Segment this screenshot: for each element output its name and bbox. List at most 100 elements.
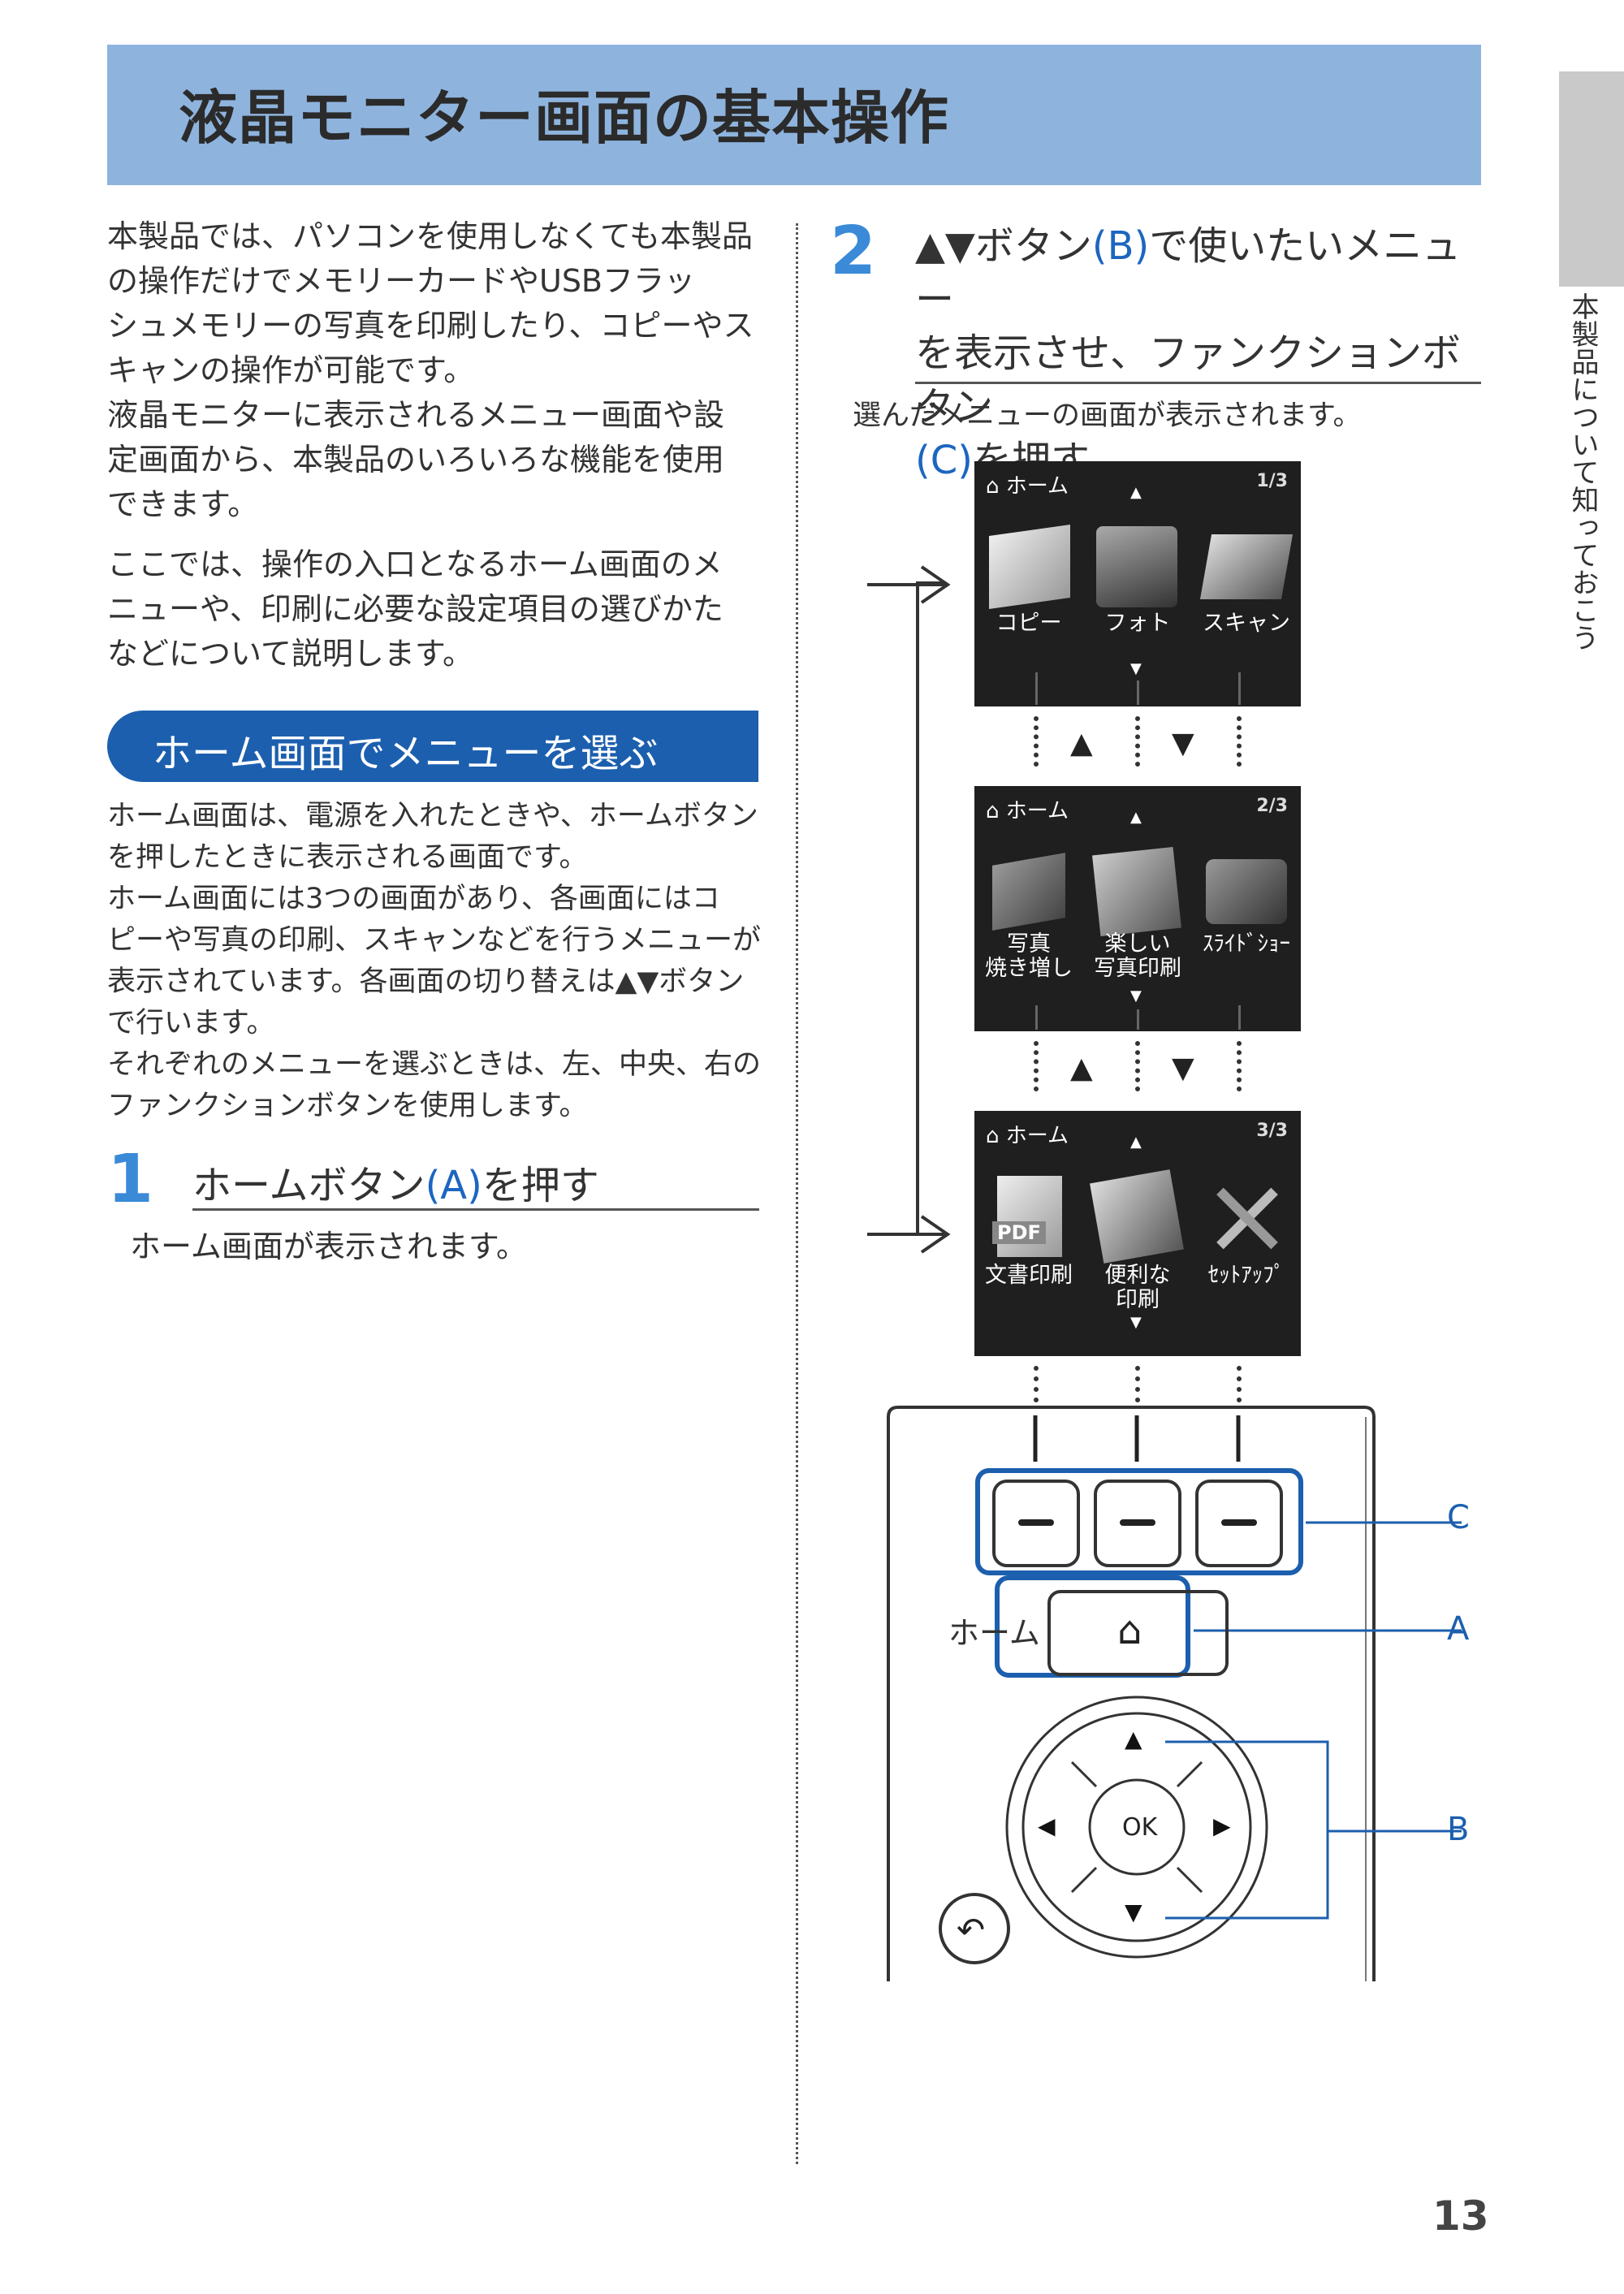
menu-item-useful-print: 便利な 印刷 <box>1083 1264 1192 1312</box>
dotted-connector <box>1135 1041 1140 1091</box>
menu-label: 焼き増し <box>985 956 1073 981</box>
home-icon: ⌂ <box>986 1124 1006 1148</box>
guide-line <box>1035 672 1038 705</box>
step-1-number: 1 <box>107 1141 154 1218</box>
text-line: 表示されています。各画面の切り替えは▲▼ボタン <box>107 966 745 998</box>
menu-label: 便利な <box>1104 1263 1171 1288</box>
page-title: 液晶モニター画面の基本操作 <box>179 84 950 152</box>
dotted-connector <box>1135 716 1140 767</box>
function-button-right[interactable] <box>1195 1480 1283 1567</box>
up-triangle-icon: ▲ <box>1070 727 1093 760</box>
text-line: ピーや写真の印刷、スキャンなどを行うメニューが <box>107 924 762 957</box>
ok-button[interactable]: OK <box>1122 1813 1158 1842</box>
pdf-label: PDF <box>992 1221 1046 1244</box>
dpad-down-button[interactable]: ▼ <box>1125 1899 1142 1925</box>
screen-page-indicator: 2/3 <box>1256 796 1288 816</box>
home-icon: ⌂ <box>986 799 1006 823</box>
useful-print-icon <box>1090 1169 1184 1264</box>
text-line: できます。 <box>107 486 259 522</box>
text-line: などについて説明します。 <box>107 636 474 672</box>
step-2-rule <box>915 382 1481 384</box>
screen-header: ⌂ ホーム <box>986 469 1069 499</box>
up-arrow-icon: ▲ <box>1130 1134 1142 1151</box>
side-tab <box>1559 71 1624 287</box>
guide-line <box>1137 680 1139 705</box>
text-line: ホーム画面は、電源を入れたときや、ホームボタン <box>107 800 758 832</box>
text-line: 定画面から、本製品のいろいろな機能を使用 <box>107 442 725 477</box>
dpad-right-button[interactable]: ▶ <box>1213 1812 1231 1839</box>
text-line: シュメモリーの写真を印刷したり、コピーやス <box>107 308 754 343</box>
step-2-title: ▲▼ボタン(B)で使いたいメニュー を表示させ、ファンクションボタン (C)を押… <box>915 219 1484 487</box>
down-arrow-icon: ▼ <box>1130 987 1142 1004</box>
camera-icon <box>1096 526 1177 607</box>
step-1-title-text: ホームボタン <box>192 1163 425 1208</box>
guide-line <box>1238 1005 1241 1030</box>
arrow-right-icon <box>867 565 951 604</box>
down-triangle-icon: ▼ <box>1172 1052 1194 1085</box>
screen-header: ⌂ ホーム <box>986 1119 1069 1149</box>
menu-item-document-print: 文書印刷 <box>985 1263 1073 1288</box>
function-button-center[interactable] <box>1094 1480 1181 1567</box>
title-bar <box>107 45 1481 185</box>
text-line: ファンクションボタンを使用します。 <box>107 1090 588 1122</box>
step-1-title-mark: (A) <box>425 1163 482 1208</box>
section-heading-bar <box>107 711 758 782</box>
home-screen-3: ⌂ ホーム 3/3 ▲ PDF 文書印刷 便利な 印刷 ｾｯﾄｱｯﾌﾟ ▼ <box>974 1111 1301 1356</box>
scanner-icon <box>1199 534 1294 599</box>
photo-reprint-icon <box>992 853 1065 931</box>
up-arrow-icon: ▲ <box>1130 484 1142 501</box>
dotted-connector <box>1237 1366 1242 1402</box>
down-arrow-icon: ▼ <box>1130 660 1142 677</box>
side-tab-label: 本製品について知っておこう <box>1566 292 1599 651</box>
back-button[interactable]: ↶ <box>957 1910 986 1950</box>
dash-icon <box>1221 1519 1257 1526</box>
menu-item-copy: コピー <box>996 611 1062 636</box>
up-arrow-icon: ▲ <box>1130 809 1142 826</box>
menu-label: 写真 <box>1007 931 1051 957</box>
dotted-connector <box>1034 716 1039 767</box>
down-arrow-icon: ▼ <box>1130 1314 1142 1331</box>
screen-header-label: ホーム <box>1005 474 1069 499</box>
dpad-up-button[interactable]: ▲ <box>1125 1726 1142 1752</box>
menu-label: 楽しい <box>1104 931 1171 957</box>
text-line: ホーム画面には3つの画面があり、各画面にはコ <box>107 883 720 915</box>
step-2-title-mark-b: (B) <box>1091 223 1150 269</box>
up-triangle-icon: ▲ <box>1070 1052 1093 1085</box>
text-line: の操作だけでメモリーカードやUSBフラッ <box>107 263 696 299</box>
dpad-left-button[interactable]: ◀ <box>1038 1812 1056 1839</box>
callout-b: B <box>1447 1811 1470 1848</box>
home-button[interactable]: ⌂ <box>1047 1590 1229 1676</box>
step-2-title-mark-c: (C) <box>915 438 973 483</box>
menu-item-reprint: 写真 焼き増し <box>974 932 1083 981</box>
text-line: 液晶モニターに表示されるメニュー画面や設 <box>107 397 725 433</box>
down-triangle-icon: ▼ <box>1172 727 1194 760</box>
dotted-connector <box>1135 1366 1140 1402</box>
menu-label: 写真印刷 <box>1094 956 1181 981</box>
screen-page-indicator: 1/3 <box>1256 471 1288 491</box>
section-heading: ホーム画面でメニューを選ぶ <box>153 731 659 776</box>
arrow-right-icon <box>867 1215 951 1254</box>
function-button-left[interactable] <box>992 1480 1080 1567</box>
fun-print-icon <box>1092 847 1181 936</box>
home-icon: ⌂ <box>986 474 1006 499</box>
screen-page-indicator: 3/3 <box>1256 1121 1288 1141</box>
home-button-label: ホーム <box>948 1615 1040 1651</box>
intro-paragraph-2: ここでは、操作の入口となるホーム画面のメ ニューや、印刷に必要な設定項目の選びか… <box>107 542 773 676</box>
dotted-connector <box>1034 1041 1039 1091</box>
guide-line <box>1137 1009 1139 1030</box>
step-1-title: ホームボタン(A)を押す <box>192 1153 599 1210</box>
slideshow-icon <box>1206 859 1287 924</box>
section-body: ホーム画面は、電源を入れたときや、ホームボタン を押したときに表示される画面です… <box>107 796 773 1127</box>
menu-item-photo: フォト <box>1104 611 1171 636</box>
screen-header-label: ホーム <box>1005 799 1069 823</box>
text-line: ニューや、印刷に必要な設定項目の選びかた <box>107 591 723 627</box>
callout-c: C <box>1447 1499 1470 1536</box>
dotted-connector <box>1237 716 1242 767</box>
menu-item-fun-print: 楽しい 写真印刷 <box>1083 932 1192 981</box>
setup-tools-icon <box>1210 1180 1283 1253</box>
home-icon: ⌂ <box>1117 1608 1142 1653</box>
screen-header-label: ホーム <box>1005 1124 1069 1148</box>
dotted-connector <box>1237 1041 1242 1091</box>
step-1-title-text-2: を押す <box>482 1163 599 1208</box>
step-2-title-text-2: で使いたいメニュー <box>915 223 1462 322</box>
